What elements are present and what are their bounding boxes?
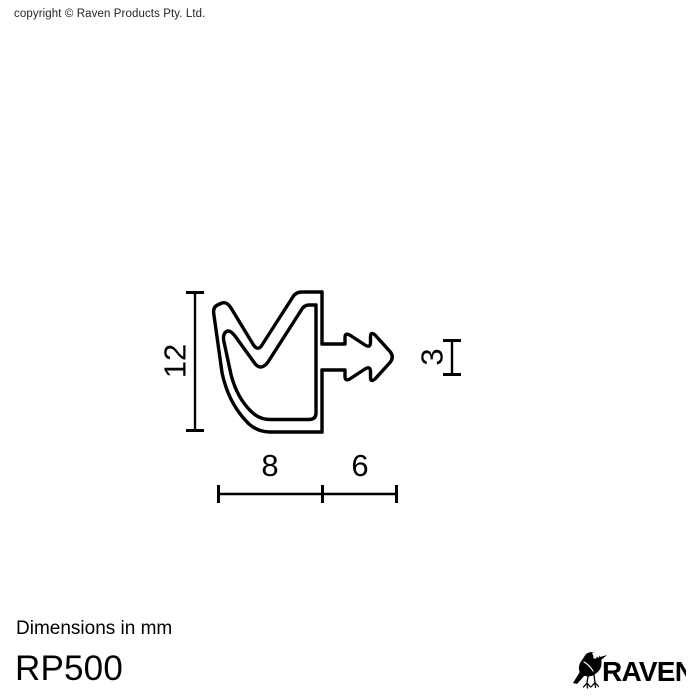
raven-bird-icon	[573, 652, 607, 689]
dimension-width-line	[217, 485, 398, 503]
dimension-label-3: 3	[415, 348, 450, 365]
dimension-label-8: 8	[261, 448, 278, 483]
profile-inner-contour	[221, 303, 318, 422]
dimension-height-12	[186, 291, 204, 432]
part-number: RP500	[15, 649, 124, 688]
raven-logo: RAVEN	[573, 652, 686, 689]
dimension-fin-height-3	[443, 339, 461, 376]
barbed-arrow-fin	[320, 331, 394, 383]
dimension-label-6: 6	[351, 448, 368, 483]
dimensions-caption: Dimensions in mm	[16, 618, 173, 639]
profile-outer-contour	[211, 290, 324, 434]
raven-wordmark: RAVEN	[602, 656, 686, 687]
dimension-label-12: 12	[158, 344, 193, 378]
seal-profile-cross-section	[211, 290, 394, 434]
copyright-notice: copyright © Raven Products Pty. Ltd.	[14, 8, 206, 20]
